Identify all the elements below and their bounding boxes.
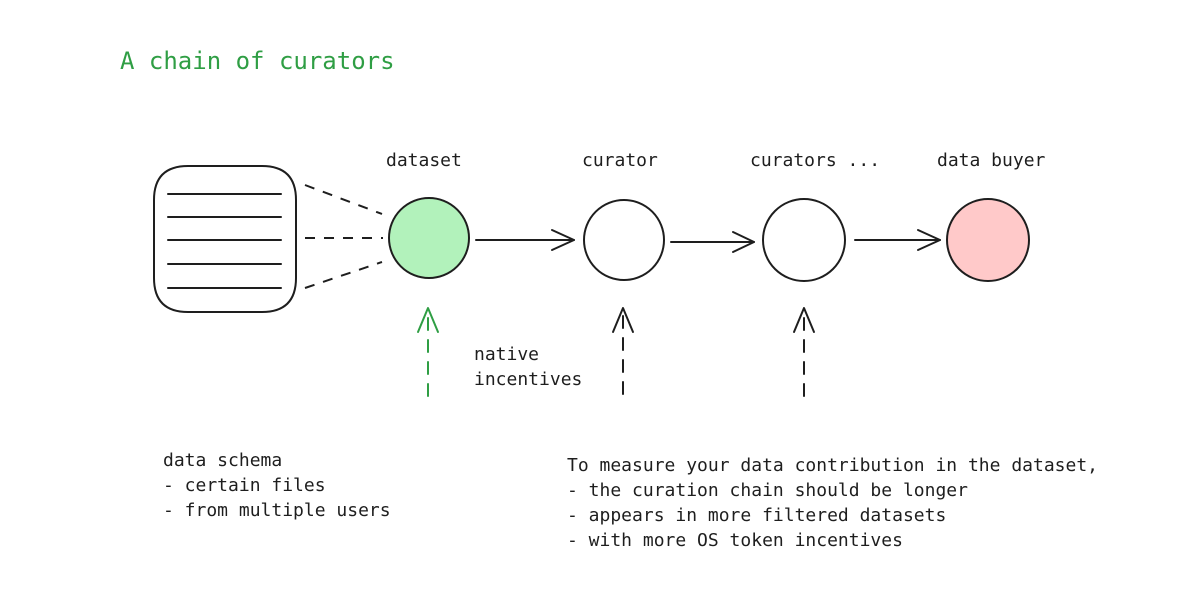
schema-connectors — [304, 184, 383, 289]
measure-note-heading: To measure your data contribution in the… — [567, 455, 1099, 476]
incentive-label-line: incentives — [474, 369, 583, 390]
curator-label: curator — [582, 150, 658, 171]
diagram-title: A chain of curators — [120, 47, 395, 75]
schema-note-heading: data schema — [163, 450, 283, 471]
measure-notes: To measure your data contribution in the… — [567, 453, 1098, 553]
chain-arrows — [475, 229, 941, 253]
arrow-curators-to-buyer — [854, 229, 941, 251]
connector-lower — [304, 261, 383, 289]
arrow-dataset-to-curator — [475, 229, 575, 251]
arrow-curator-to-curators — [670, 231, 755, 253]
data-buyer-label: data buyer — [937, 150, 1046, 171]
schema-note-item: - from multiple users — [163, 500, 391, 521]
curators-node — [762, 198, 846, 282]
incentive-arrow-curators — [793, 307, 815, 397]
connector-upper — [304, 184, 383, 215]
data-schema-document — [153, 165, 297, 313]
data-schema-notes: data schema - certain files - from multi… — [163, 448, 391, 523]
measure-note-item: - the curation chain should be longer — [567, 480, 968, 501]
incentive-label-line: native — [474, 344, 540, 365]
document-outline — [153, 165, 297, 313]
curator-node — [583, 199, 665, 281]
measure-note-item: - with more OS token incentives — [567, 530, 903, 551]
dataset-node — [388, 197, 470, 279]
curators-label: curators ... — [750, 150, 881, 171]
incentive-arrow-dataset — [417, 307, 439, 397]
schema-note-item: - certain files — [163, 475, 326, 496]
measure-note-item: - appears in more filtered datasets — [567, 505, 947, 526]
data-buyer-node — [946, 198, 1030, 282]
native-incentives-label: native incentives — [474, 342, 582, 392]
incentive-arrow-curator — [612, 307, 634, 395]
dataset-label: dataset — [386, 150, 462, 171]
